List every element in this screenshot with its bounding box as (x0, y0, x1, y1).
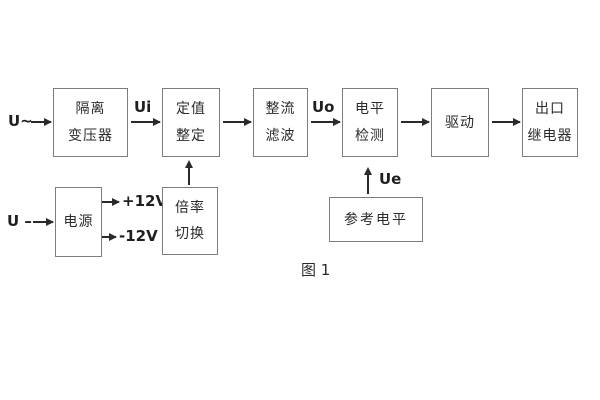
figure-caption: 图 1 (301, 261, 331, 279)
block-label: 出口 (535, 101, 565, 117)
block-label: 电源 (63, 214, 94, 230)
block-drive: 驱动 (431, 88, 489, 157)
signal-uo-label: Uo (312, 98, 335, 116)
arrow-rectifier-to-level (311, 118, 341, 126)
block-label: 隔离 (75, 101, 106, 117)
block-label: 整流 (265, 101, 296, 117)
block-label: 定值 (176, 101, 206, 117)
signal-ue-label: Ue (379, 170, 402, 188)
arrow-power-minus12v (102, 233, 117, 241)
block-label: 切换 (175, 226, 205, 243)
minus-12v-label: -12V (119, 227, 158, 245)
block-ratio-switch: 倍率 切换 (162, 187, 218, 255)
block-label: 参考电平 (344, 211, 408, 228)
block-reference-level: 参考电平 (329, 197, 423, 242)
block-rectify-filter: 整流 滤波 (253, 88, 308, 157)
arrow-dc-to-power (33, 218, 54, 226)
arrow-ac-to-transformer (31, 118, 52, 126)
arrow-transformer-to-setting (131, 118, 161, 126)
block-label: 检测 (355, 128, 385, 144)
block-label: 整定 (176, 128, 206, 144)
plus-12v-label: +12V (122, 192, 168, 210)
arrow-setting-to-rectifier (223, 118, 252, 126)
arrow-ratio-to-setting (185, 160, 193, 185)
block-output-relay: 出口 继电器 (522, 88, 578, 157)
block-label: 驱动 (445, 114, 475, 131)
block-power-supply: 电源 (55, 187, 102, 257)
block-label: 滤波 (265, 128, 296, 144)
dc-input-label: U – (7, 212, 32, 230)
block-label: 电平 (355, 101, 385, 117)
arrow-drive-to-relay (492, 118, 521, 126)
signal-ui-label: Ui (134, 98, 152, 116)
block-isolation-transformer: 隔离 变压器 (53, 88, 128, 157)
ac-input-label: U~ (8, 112, 33, 130)
arrow-power-plus12v (102, 198, 120, 206)
block-label: 变压器 (68, 128, 113, 144)
block-label: 倍率 (175, 199, 205, 216)
block-setting-adjust: 定值 整定 (162, 88, 220, 157)
block-level-detect: 电平 检测 (342, 88, 398, 157)
block-label: 继电器 (527, 128, 573, 144)
arrow-level-to-drive (401, 118, 430, 126)
arrow-reference-to-level (364, 167, 372, 194)
